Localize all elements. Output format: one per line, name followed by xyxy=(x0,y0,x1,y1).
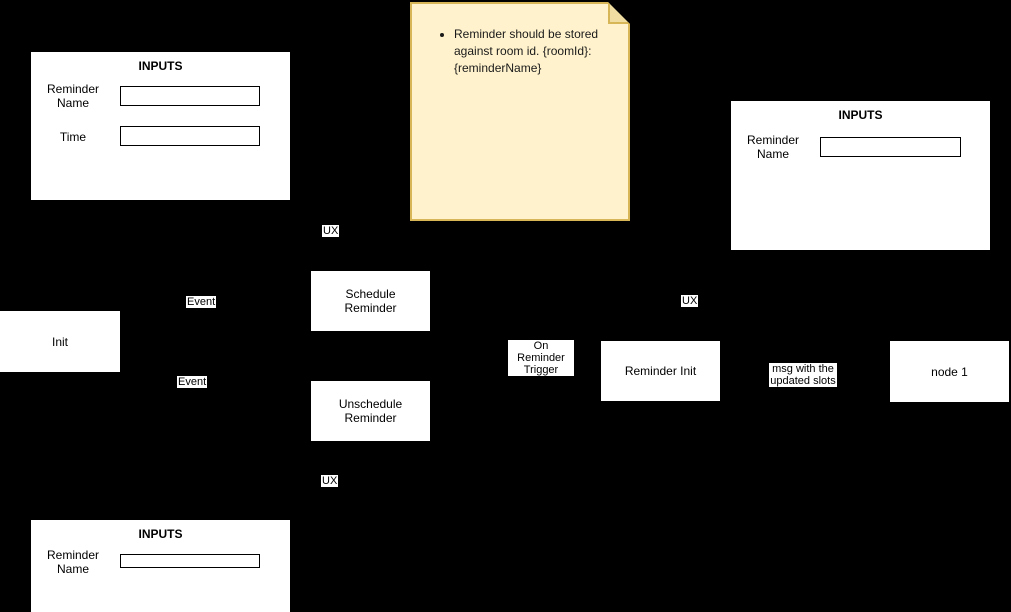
node-label: Init xyxy=(51,334,68,349)
edge-label-on-reminder-trigger: On Reminder Trigger xyxy=(508,340,574,376)
inputs-panel-bottom-left: INPUTS Reminder Name xyxy=(31,520,290,612)
node-label: node 1 xyxy=(931,364,968,379)
node-label: Schedule Reminder xyxy=(344,287,397,315)
node-schedule-reminder: Schedule Reminder xyxy=(311,271,430,331)
edge-label-ux-1: UX xyxy=(322,225,340,237)
reminder-name-label: Reminder Name xyxy=(46,548,100,576)
sticky-note: Reminder should be stored against room i… xyxy=(410,2,630,221)
reminder-name-label: Reminder Name xyxy=(746,133,800,161)
panel-title: INPUTS xyxy=(138,527,183,541)
note-bullet-list: Reminder should be stored against room i… xyxy=(412,26,628,77)
edge-label-event-2: Event xyxy=(177,376,208,388)
reminder-name-input[interactable] xyxy=(820,137,961,157)
node-reminder-init: Reminder Init xyxy=(601,341,720,401)
node-init: Init xyxy=(0,311,120,372)
reminder-name-input[interactable] xyxy=(120,554,260,568)
inputs-panel-top-right: INPUTS Reminder Name xyxy=(731,101,990,250)
reminder-name-input[interactable] xyxy=(120,86,260,106)
edge-label-ux-2: UX xyxy=(321,475,339,487)
time-label: Time xyxy=(59,130,87,144)
inputs-panel-top-left: INPUTS Reminder Name Time xyxy=(31,52,290,200)
panel-title: INPUTS xyxy=(138,59,183,73)
edge-label-msg-updated-slots: msg with the updated slots xyxy=(769,363,837,387)
node-node-1: node 1 xyxy=(890,341,1009,402)
node-label: Unschedule Reminder xyxy=(338,397,403,425)
node-unschedule-reminder: Unschedule Reminder xyxy=(311,381,430,441)
time-input[interactable] xyxy=(120,126,260,146)
edge-label-event-1: Event xyxy=(186,296,217,308)
node-label: Reminder Init xyxy=(624,364,697,378)
reminder-name-label: Reminder Name xyxy=(46,82,100,110)
edge-label-ux-3: UX xyxy=(681,295,699,307)
note-text: Reminder should be stored against room i… xyxy=(454,26,618,77)
panel-title: INPUTS xyxy=(838,108,883,122)
